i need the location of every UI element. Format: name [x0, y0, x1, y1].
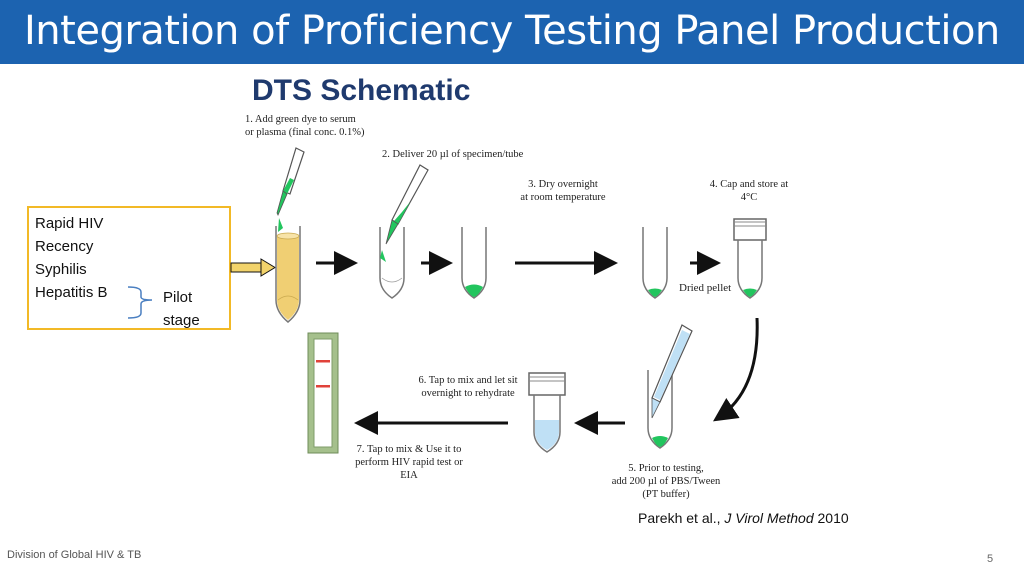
test-item: Hepatitis B [35, 284, 108, 301]
tube-step-3-wet [461, 227, 487, 299]
citation: Parekh et al., J Virol Method 2010 [638, 510, 849, 526]
step-3-line-2: at room temperature [520, 192, 606, 203]
step-7-line-1: 7. Tap to mix & Use it to [356, 444, 462, 455]
step-6-line-2: overnight to rehydrate [421, 388, 515, 399]
pilot-stage-label: Pilot stage [163, 286, 200, 332]
step-5-label: 5. Prior to testing, add 200 µl of PBS/T… [600, 462, 732, 501]
dried-pellet-label: Dried pellet [679, 282, 732, 294]
citation-authors: Parekh et al., [638, 510, 725, 526]
tube-step-5 [647, 370, 673, 449]
pipette-step-1 [276, 147, 305, 232]
yellow-arrow [230, 258, 276, 277]
step-6-label: 6. Tap to mix and let sit overnight to r… [406, 374, 530, 400]
step-4-line-2: 4°C [740, 192, 758, 203]
pipette-step-5 [651, 324, 693, 419]
capped-tube-step-4 [733, 218, 767, 299]
tube-step-2 [379, 227, 405, 299]
step-7-label: 7. Tap to mix & Use it to perform HIV ra… [344, 443, 474, 482]
rapid-test-strip [307, 332, 339, 454]
pipette-step-2 [380, 164, 429, 262]
step-4-label: 4. Cap and store at 4°C [700, 178, 798, 204]
test-item: Rapid HIV [35, 215, 104, 232]
step-6-line-1: 6. Tap to mix and let sit [418, 375, 518, 386]
step-3-line-1: 3. Dry overnight [528, 179, 598, 190]
step-5-line-2: add 200 µl of PBS/Tween [611, 476, 721, 487]
step-7-line-2: perform HIV rapid test or [355, 457, 463, 468]
capped-tube-step-6 [528, 372, 566, 453]
citation-journal: J Virol Method [724, 510, 814, 526]
step-4-line-1: 4. Cap and store at [709, 179, 789, 190]
pilot-brace [127, 286, 153, 319]
slide-title: Integration of Proficiency Testing Panel… [24, 8, 1000, 54]
schematic-title: DTS Schematic [252, 74, 471, 107]
tests-box [27, 206, 231, 330]
pilot-line-2: stage [163, 312, 200, 329]
tube-step-3-dried [642, 227, 668, 299]
step-5-line-3: (PT buffer) [642, 489, 690, 500]
serum-tube [275, 226, 301, 323]
footer-division: Division of Global HIV & TB [7, 549, 142, 561]
step-1-label: 1. Add green dye to serum or plasma (fin… [245, 113, 365, 139]
pilot-line-1: Pilot [163, 289, 193, 306]
tests-list: Rapid HIV Recency Syphilis Hepatitis B [35, 212, 108, 304]
step-1-line-2: or plasma (final conc. 0.1%) [245, 127, 365, 138]
step-7-line-3: EIA [400, 470, 418, 481]
citation-year: 2010 [813, 510, 849, 526]
step-1-line-1: 1. Add green dye to serum [245, 114, 356, 125]
title-bar: Integration of Proficiency Testing Panel… [0, 0, 1024, 64]
test-item: Syphilis [35, 261, 87, 278]
step-5-line-1: 5. Prior to testing, [628, 463, 704, 474]
step-2-line-1: 2. Deliver 20 µl of specimen/tube [382, 149, 524, 160]
step-2-label: 2. Deliver 20 µl of specimen/tube [382, 148, 523, 161]
page-number: 5 [987, 553, 994, 565]
step-3-label: 3. Dry overnight at room temperature [508, 178, 618, 204]
test-item: Recency [35, 238, 94, 255]
